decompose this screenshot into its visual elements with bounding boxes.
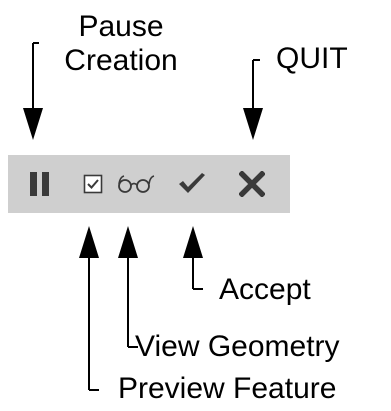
pause-arrow [23, 42, 43, 140]
quit-button[interactable] [232, 155, 272, 213]
pause-label-line-1: Pause [78, 10, 164, 43]
checkmark-icon [179, 173, 205, 193]
glasses-icon [118, 175, 155, 193]
toolbar [8, 155, 290, 213]
pause-button[interactable] [22, 155, 58, 213]
pause-creation-label: Pause Creation [46, 10, 196, 78]
view-geometry-label: View Geometry [135, 330, 340, 363]
view-geometry-arrow [118, 226, 138, 348]
accept-label: Accept [219, 273, 311, 306]
view-geometry-button[interactable] [112, 155, 158, 213]
pause-icon [30, 172, 49, 196]
quit-arrow [243, 59, 263, 140]
accept-button[interactable] [172, 155, 212, 213]
preview-feature-arrow [79, 226, 99, 391]
accept-arrow [183, 226, 203, 290]
preview-feature-label: Preview Feature [118, 372, 337, 405]
quit-label: QUIT [276, 42, 348, 75]
pause-label-line-2: Creation [64, 44, 178, 77]
preview-feature-button[interactable] [78, 155, 108, 213]
checkbox-checked-icon [83, 174, 103, 194]
close-x-icon [239, 171, 265, 197]
